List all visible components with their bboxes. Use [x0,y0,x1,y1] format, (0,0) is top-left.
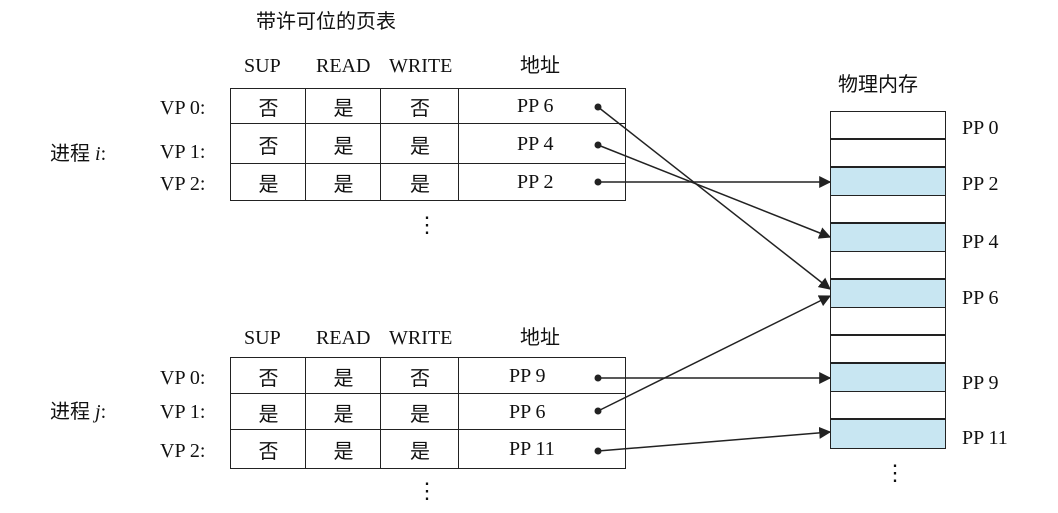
cell-sup: 是 [230,393,307,431]
cell-sup: 否 [230,123,307,165]
cell-read: 是 [305,88,382,125]
pointer-dot [594,103,602,111]
cell-read: 是 [305,429,382,469]
cell-sup: 否 [230,357,307,395]
cell-read: 是 [305,163,382,201]
pointer-dot [594,447,602,455]
process-i-label: 进程 i: [50,143,107,165]
vp-label: VP 1: [160,141,206,163]
arrow-j-vp1-to-pp6 [597,295,832,412]
diagram-title: 带许可位的页表 [256,11,396,33]
physical-memory-title: 物理内存 [838,74,918,96]
vp-label: VP 0: [160,367,206,389]
cell-sup: 否 [230,429,307,469]
col-header-read: READ [316,327,371,349]
cell-read: 是 [305,357,382,395]
col-header-addr: 地址 [520,55,560,77]
memory-slot [830,139,946,167]
memory-label: PP 9 [962,372,999,394]
pointer-dot [594,141,602,149]
cell-write: 是 [380,123,460,165]
memory-slot [830,195,946,223]
cell-sup: 是 [230,163,307,201]
memory-label: PP 6 [962,287,999,309]
memory-label: PP 4 [962,231,999,253]
pointer-dot [594,407,602,415]
col-header-write: WRITE [389,55,453,77]
col-header-read: READ [316,55,371,77]
vp-label: VP 2: [160,173,206,195]
memory-slot-pp6 [830,279,946,309]
pointer-dot [594,178,602,186]
arrow-i-vp0-to-pp6 [597,106,831,290]
arrow-j-vp2-to-pp11 [597,426,832,452]
cell-write: 是 [380,429,460,469]
pointer-dot [594,374,602,382]
ellipsis-i: ⋮ [416,212,438,237]
memory-slot-pp2 [830,167,946,197]
col-header-sup: SUP [244,55,281,77]
vp-label: VP 1: [160,401,206,423]
ellipsis-j: ⋮ [416,478,438,503]
vp-label: VP 0: [160,97,206,119]
memory-slot-pp11 [830,419,946,449]
memory-slot [830,335,946,363]
col-header-sup: SUP [244,327,281,349]
memory-slot [830,251,946,279]
memory-slot-pp4 [830,223,946,253]
arrow-i-vp1-to-pp4 [597,144,832,239]
col-header-addr: 地址 [520,327,560,349]
cell-sup: 否 [230,88,307,125]
process-j-label: 进程 j: [50,401,107,423]
memory-label: PP 0 [962,117,999,139]
ellipsis-memory: ⋮ [884,460,906,485]
vp-label: VP 2: [160,440,206,462]
memory-label: PP 2 [962,173,999,195]
cell-write: 是 [380,163,460,201]
memory-slot [830,307,946,335]
memory-label: PP 11 [962,427,1008,449]
cell-write: 否 [380,88,460,125]
memory-slot-pp9 [830,363,946,393]
cell-addr: PP 11 [458,429,626,469]
memory-slot [830,391,946,419]
col-header-write: WRITE [389,327,453,349]
memory-slot-pp0 [830,111,946,139]
